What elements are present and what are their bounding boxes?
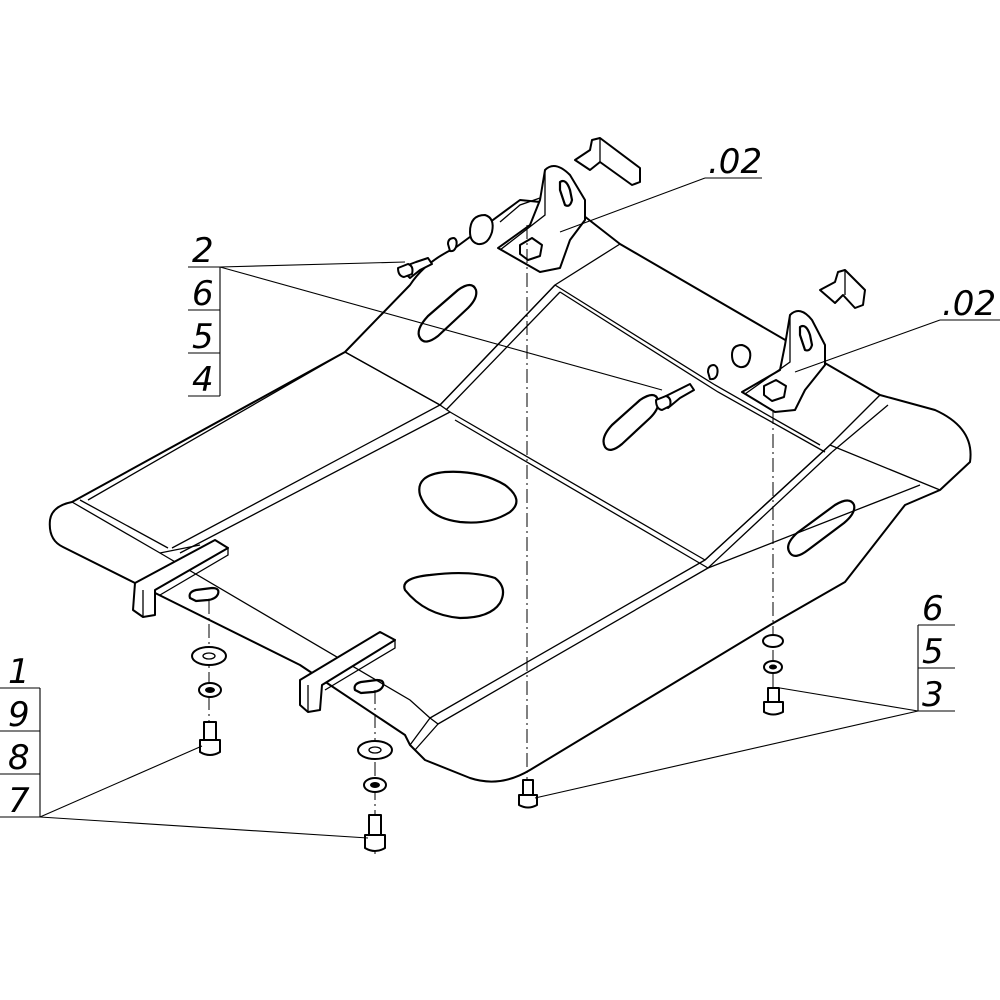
front-bracket-left: [132, 539, 229, 618]
leader-lines: [0, 177, 1000, 839]
label-right-3: 3: [922, 675, 944, 715]
lightening-holes: [403, 470, 518, 620]
label-right-6: 6: [922, 589, 944, 629]
label-right-5: 5: [922, 632, 944, 672]
fastener-set-middle: [357, 740, 393, 852]
label-top-5: 5: [192, 317, 214, 357]
slot-front-left: [188, 586, 220, 603]
hole-upper: [418, 470, 518, 524]
fastener-set-front-center: [518, 779, 538, 809]
label-left-9: 9: [8, 695, 30, 735]
label-left-1: 1: [8, 652, 30, 692]
clip-left: [574, 137, 641, 186]
slot-front-middle: [353, 678, 385, 695]
callout-labels: 2 6 5 4 .02 .02 6 5 3 1 9 8 7: [8, 142, 996, 821]
label-bracket-left: .02: [708, 142, 762, 182]
bolt-upper-right: [655, 364, 719, 411]
rear-bracket-right: [731, 310, 826, 413]
slot-upper-left: [417, 283, 478, 343]
clip-right: [819, 269, 866, 309]
label-top-4: 4: [192, 360, 214, 400]
fastener-set-left: [191, 646, 227, 756]
front-bracket-right: [299, 631, 396, 713]
label-left-7: 7: [8, 781, 30, 821]
rear-bracket-left: [469, 165, 586, 273]
bolt-upper-left: [397, 237, 458, 279]
label-top-6: 6: [192, 274, 214, 314]
fastener-set-right: [762, 634, 784, 716]
label-top-2: 2: [192, 231, 214, 271]
label-bracket-right: .02: [942, 284, 996, 324]
label-left-8: 8: [8, 738, 30, 778]
hole-lower: [403, 572, 505, 620]
slot-right-flange: [787, 499, 856, 557]
